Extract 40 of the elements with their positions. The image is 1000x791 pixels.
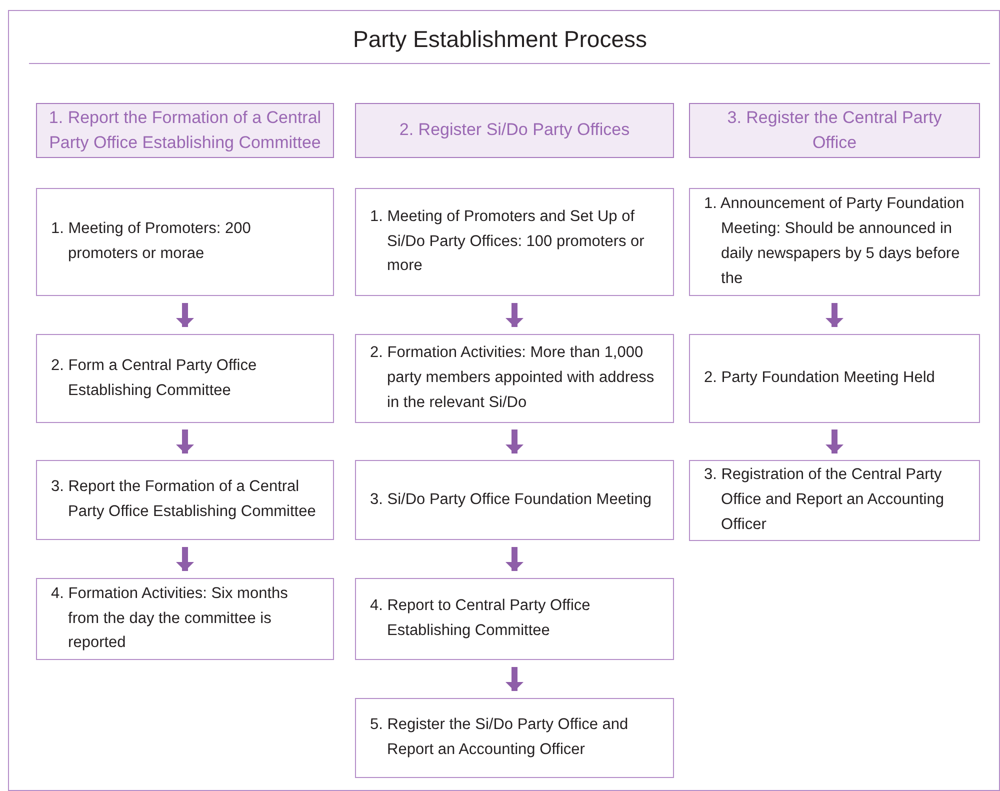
arrow — [506, 303, 524, 327]
step-text: 1. Meeting of Promoters and Set Up of Si/Do Party Offices: 100 promoters or more — [370, 206, 646, 276]
header-text: 1. Report the Formation of a Central Party Office Establishing Committee — [48, 106, 322, 154]
step-text: 2. Party Foundation Meeting Held — [704, 368, 935, 388]
process-box — [36, 188, 334, 296]
step-text: 3. Report the Formation of a Central Party Office Establishing Committee — [51, 477, 317, 522]
arrow — [506, 430, 524, 454]
arrow — [176, 303, 194, 327]
process-box — [36, 460, 334, 540]
step-text: 3. Registration of the Central Party Office and Report an Accounting Officer — [704, 465, 945, 535]
step-text: 2. Formation Activities: More than 1,000 party members appointed with address in the relevant Si/Do — [370, 343, 656, 413]
arrow — [506, 547, 524, 571]
process-box — [355, 698, 674, 778]
step-text: 1. Meeting of Promoters: 200 promoters or morae — [51, 219, 252, 264]
arrow — [176, 547, 194, 571]
step-text: 1. Announcement of Party Foundation Meeting: Should be announced in daily newspapers by 5 days before the — [704, 194, 966, 289]
process-box — [689, 460, 980, 541]
arrow — [176, 430, 194, 454]
header-text: 2. Register Si/Do Party Offices — [399, 119, 630, 142]
step-text: 5. Register the Si/Do Party Office and Report an Accounting Officer — [370, 715, 630, 760]
column-header — [355, 103, 674, 158]
step-text: 2. Form a Central Party Office Establishing Committee — [51, 356, 258, 400]
arrow — [826, 303, 844, 327]
step-text: 4. Formation Activities: Six months from the day the committee is reported — [51, 584, 289, 654]
arrow — [506, 667, 524, 691]
title: Party Establishment Process — [352, 26, 648, 53]
process-box — [36, 578, 334, 660]
arrow — [826, 430, 844, 454]
process-box — [36, 334, 334, 423]
process-box — [689, 188, 980, 296]
process-box — [689, 334, 980, 423]
process-box — [355, 460, 674, 540]
process-box — [355, 188, 674, 296]
process-box — [355, 334, 674, 423]
column-header — [689, 103, 980, 158]
column-header — [36, 103, 334, 158]
step-text: 4. Report to Central Party Office Establishing Committee — [370, 596, 592, 641]
header-text: 3. Register the Central Party Office — [726, 106, 943, 154]
step-text: 3. Si/Do Party Office Foundation Meeting — [370, 490, 652, 510]
process-box — [355, 578, 674, 660]
